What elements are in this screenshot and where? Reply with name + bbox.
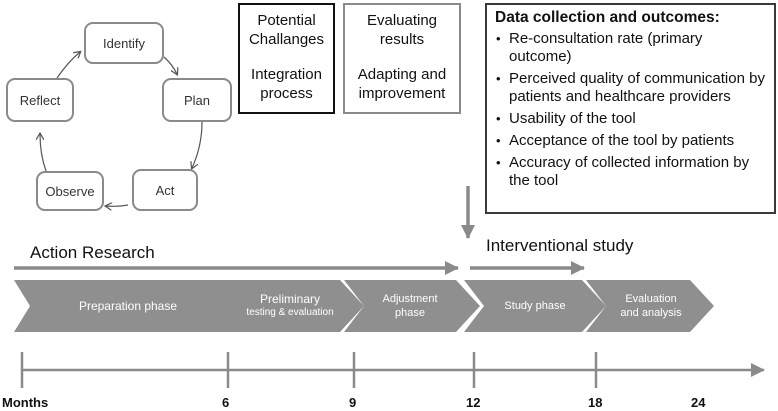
cycle-arrow-identify-plan bbox=[163, 56, 177, 74]
outcome-item: Acceptance of the tool by patients bbox=[495, 132, 768, 150]
phase-label-line: testing & evaluation bbox=[246, 307, 334, 318]
cycle-node-reflect-label: Reflect bbox=[19, 92, 61, 108]
phase-chevron-study bbox=[464, 280, 606, 332]
cycle-node-plan-label: Plan bbox=[183, 92, 211, 108]
challenges-line-1: Potential bbox=[257, 12, 316, 29]
phase-chevron-evaluation bbox=[586, 280, 714, 332]
action-research-title: Action Research bbox=[30, 243, 155, 262]
phase-label-line: Preparation phase bbox=[78, 299, 178, 313]
phase-label-line: Study phase bbox=[504, 300, 566, 312]
phase-chevron-adjustment bbox=[344, 280, 480, 332]
cycle-arrow-plan-act bbox=[192, 121, 203, 168]
timeline-tick-label: 9 bbox=[349, 395, 357, 410]
challenges-line-2: Challanges bbox=[248, 31, 325, 48]
cycle-arrow-act-observe bbox=[106, 205, 129, 206]
phase-chevron-preliminary bbox=[218, 280, 364, 332]
cycle-node-identify: Identify bbox=[84, 22, 164, 64]
outcome-item: Usability of the tool bbox=[495, 110, 768, 128]
challenges-line-4: process bbox=[260, 85, 313, 102]
phase-label-line: phase bbox=[395, 307, 425, 319]
cycle-arrow-observe-reflect bbox=[40, 134, 47, 172]
cycle-arrow-reflect-identify bbox=[56, 52, 80, 79]
evaluating-line-1: Evaluating bbox=[366, 12, 438, 29]
challenges-box: Potential Challanges Integration process bbox=[238, 3, 335, 114]
phase-label-line: Evaluation bbox=[625, 293, 677, 305]
cycle-node-act-label: Act bbox=[155, 182, 175, 198]
evaluating-line-4: improvement bbox=[358, 85, 446, 102]
outcome-item: Perceived quality of communication by pa… bbox=[495, 70, 768, 106]
outcome-item: Re-consultation rate (primary outcome) bbox=[495, 30, 768, 66]
phase-label-study: Study phase bbox=[478, 284, 592, 328]
phase-label-line: and analysis bbox=[620, 307, 682, 319]
evaluating-box: Evaluating results Adapting and improvem… bbox=[343, 3, 461, 114]
cycle-node-identify-label: Identify bbox=[103, 35, 145, 51]
cycle-node-reflect: Reflect bbox=[6, 78, 74, 122]
challenges-line-3: Integration bbox=[251, 66, 322, 83]
timeline-tick-label: 12 bbox=[466, 395, 481, 410]
evaluating-line-3: Adapting and bbox=[357, 66, 447, 83]
cycle-node-plan: Plan bbox=[162, 78, 232, 122]
phase-chevron-preparation bbox=[14, 280, 248, 332]
phase-label-evaluation: Evaluation and analysis bbox=[602, 284, 700, 328]
outcomes-heading: Data collection and outcomes: bbox=[495, 9, 720, 26]
timeline-tick-label: 6 bbox=[222, 395, 230, 410]
phase-label-preliminary: Preliminary testing & evaluation bbox=[228, 284, 352, 328]
timeline-label: Months bbox=[2, 395, 49, 410]
phase-label-preparation: Preparation phase bbox=[40, 284, 216, 328]
cycle-node-act: Act bbox=[132, 169, 198, 211]
cycle-node-observe: Observe bbox=[36, 171, 104, 211]
cycle-node-observe-label: Observe bbox=[45, 183, 95, 199]
timeline-tick-label: 18 bbox=[588, 395, 603, 410]
outcome-item: Accuracy of collected information by the… bbox=[495, 154, 768, 190]
outcomes-list: Re-consultation rate (primary outcome) P… bbox=[495, 30, 768, 190]
timeline-tick-label: 24 bbox=[691, 395, 706, 410]
phase-label-adjustment: Adjustment phase bbox=[356, 284, 464, 328]
interventional-study-title: Interventional study bbox=[486, 236, 634, 255]
phase-label-line: Adjustment bbox=[382, 293, 438, 305]
evaluating-line-2: results bbox=[379, 31, 425, 48]
outcomes-box: Data collection and outcomes: Re-consult… bbox=[485, 3, 776, 214]
phase-label-line: Preliminary bbox=[259, 292, 320, 306]
